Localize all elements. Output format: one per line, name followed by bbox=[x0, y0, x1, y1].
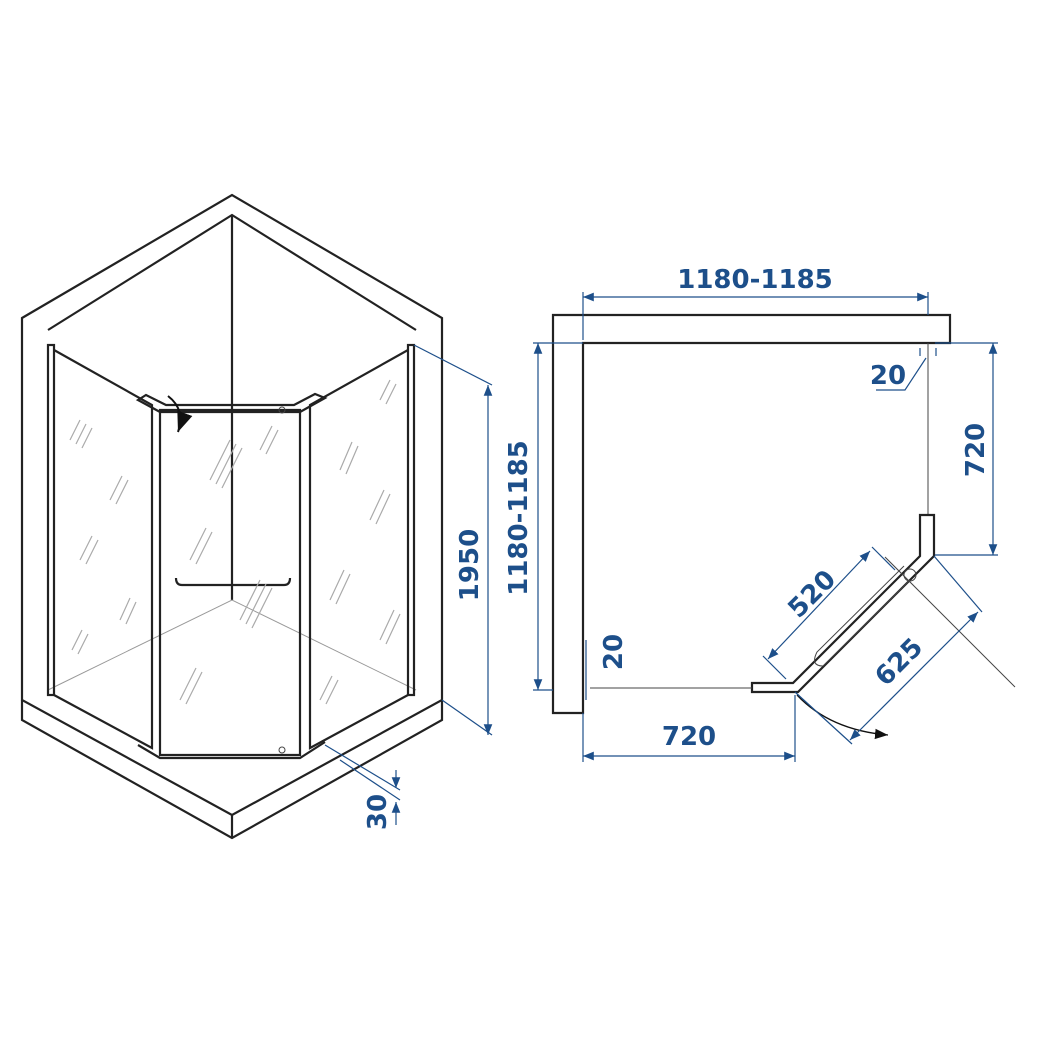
height-dimension: 1950 bbox=[455, 529, 485, 601]
left-profile-dimension: 20 bbox=[599, 634, 629, 670]
door-swing-arrow-icon bbox=[167, 395, 193, 433]
overall-depth-dimension: 1180-1185 bbox=[504, 440, 534, 596]
right-side-dimension: 720 bbox=[961, 423, 991, 477]
bottom-rail bbox=[137, 741, 326, 760]
right-glass-panel bbox=[308, 349, 409, 750]
door-opening-dimension: 625 bbox=[870, 633, 930, 693]
plan-view: 1180-1185 1180-1185 720 20 20 720 520 62… bbox=[504, 265, 1016, 762]
door-glass-dimension: 520 bbox=[783, 565, 843, 625]
left-glass-panel bbox=[53, 349, 154, 750]
right-profile-dimension: 20 bbox=[870, 361, 906, 391]
left-profile bbox=[46, 343, 56, 697]
door-handle bbox=[174, 577, 292, 587]
tray-offset-dimension: 30 bbox=[363, 794, 393, 830]
overall-width-dimension: 1180-1185 bbox=[677, 265, 833, 295]
top-rail bbox=[135, 392, 328, 414]
right-profile bbox=[406, 343, 416, 697]
bottom-side-dimension: 720 bbox=[662, 722, 716, 752]
isometric-view: 1950 30 bbox=[20, 193, 493, 840]
door-frame-plan bbox=[750, 513, 936, 694]
door-panel bbox=[158, 408, 302, 757]
glass-hatching bbox=[69, 379, 401, 705]
